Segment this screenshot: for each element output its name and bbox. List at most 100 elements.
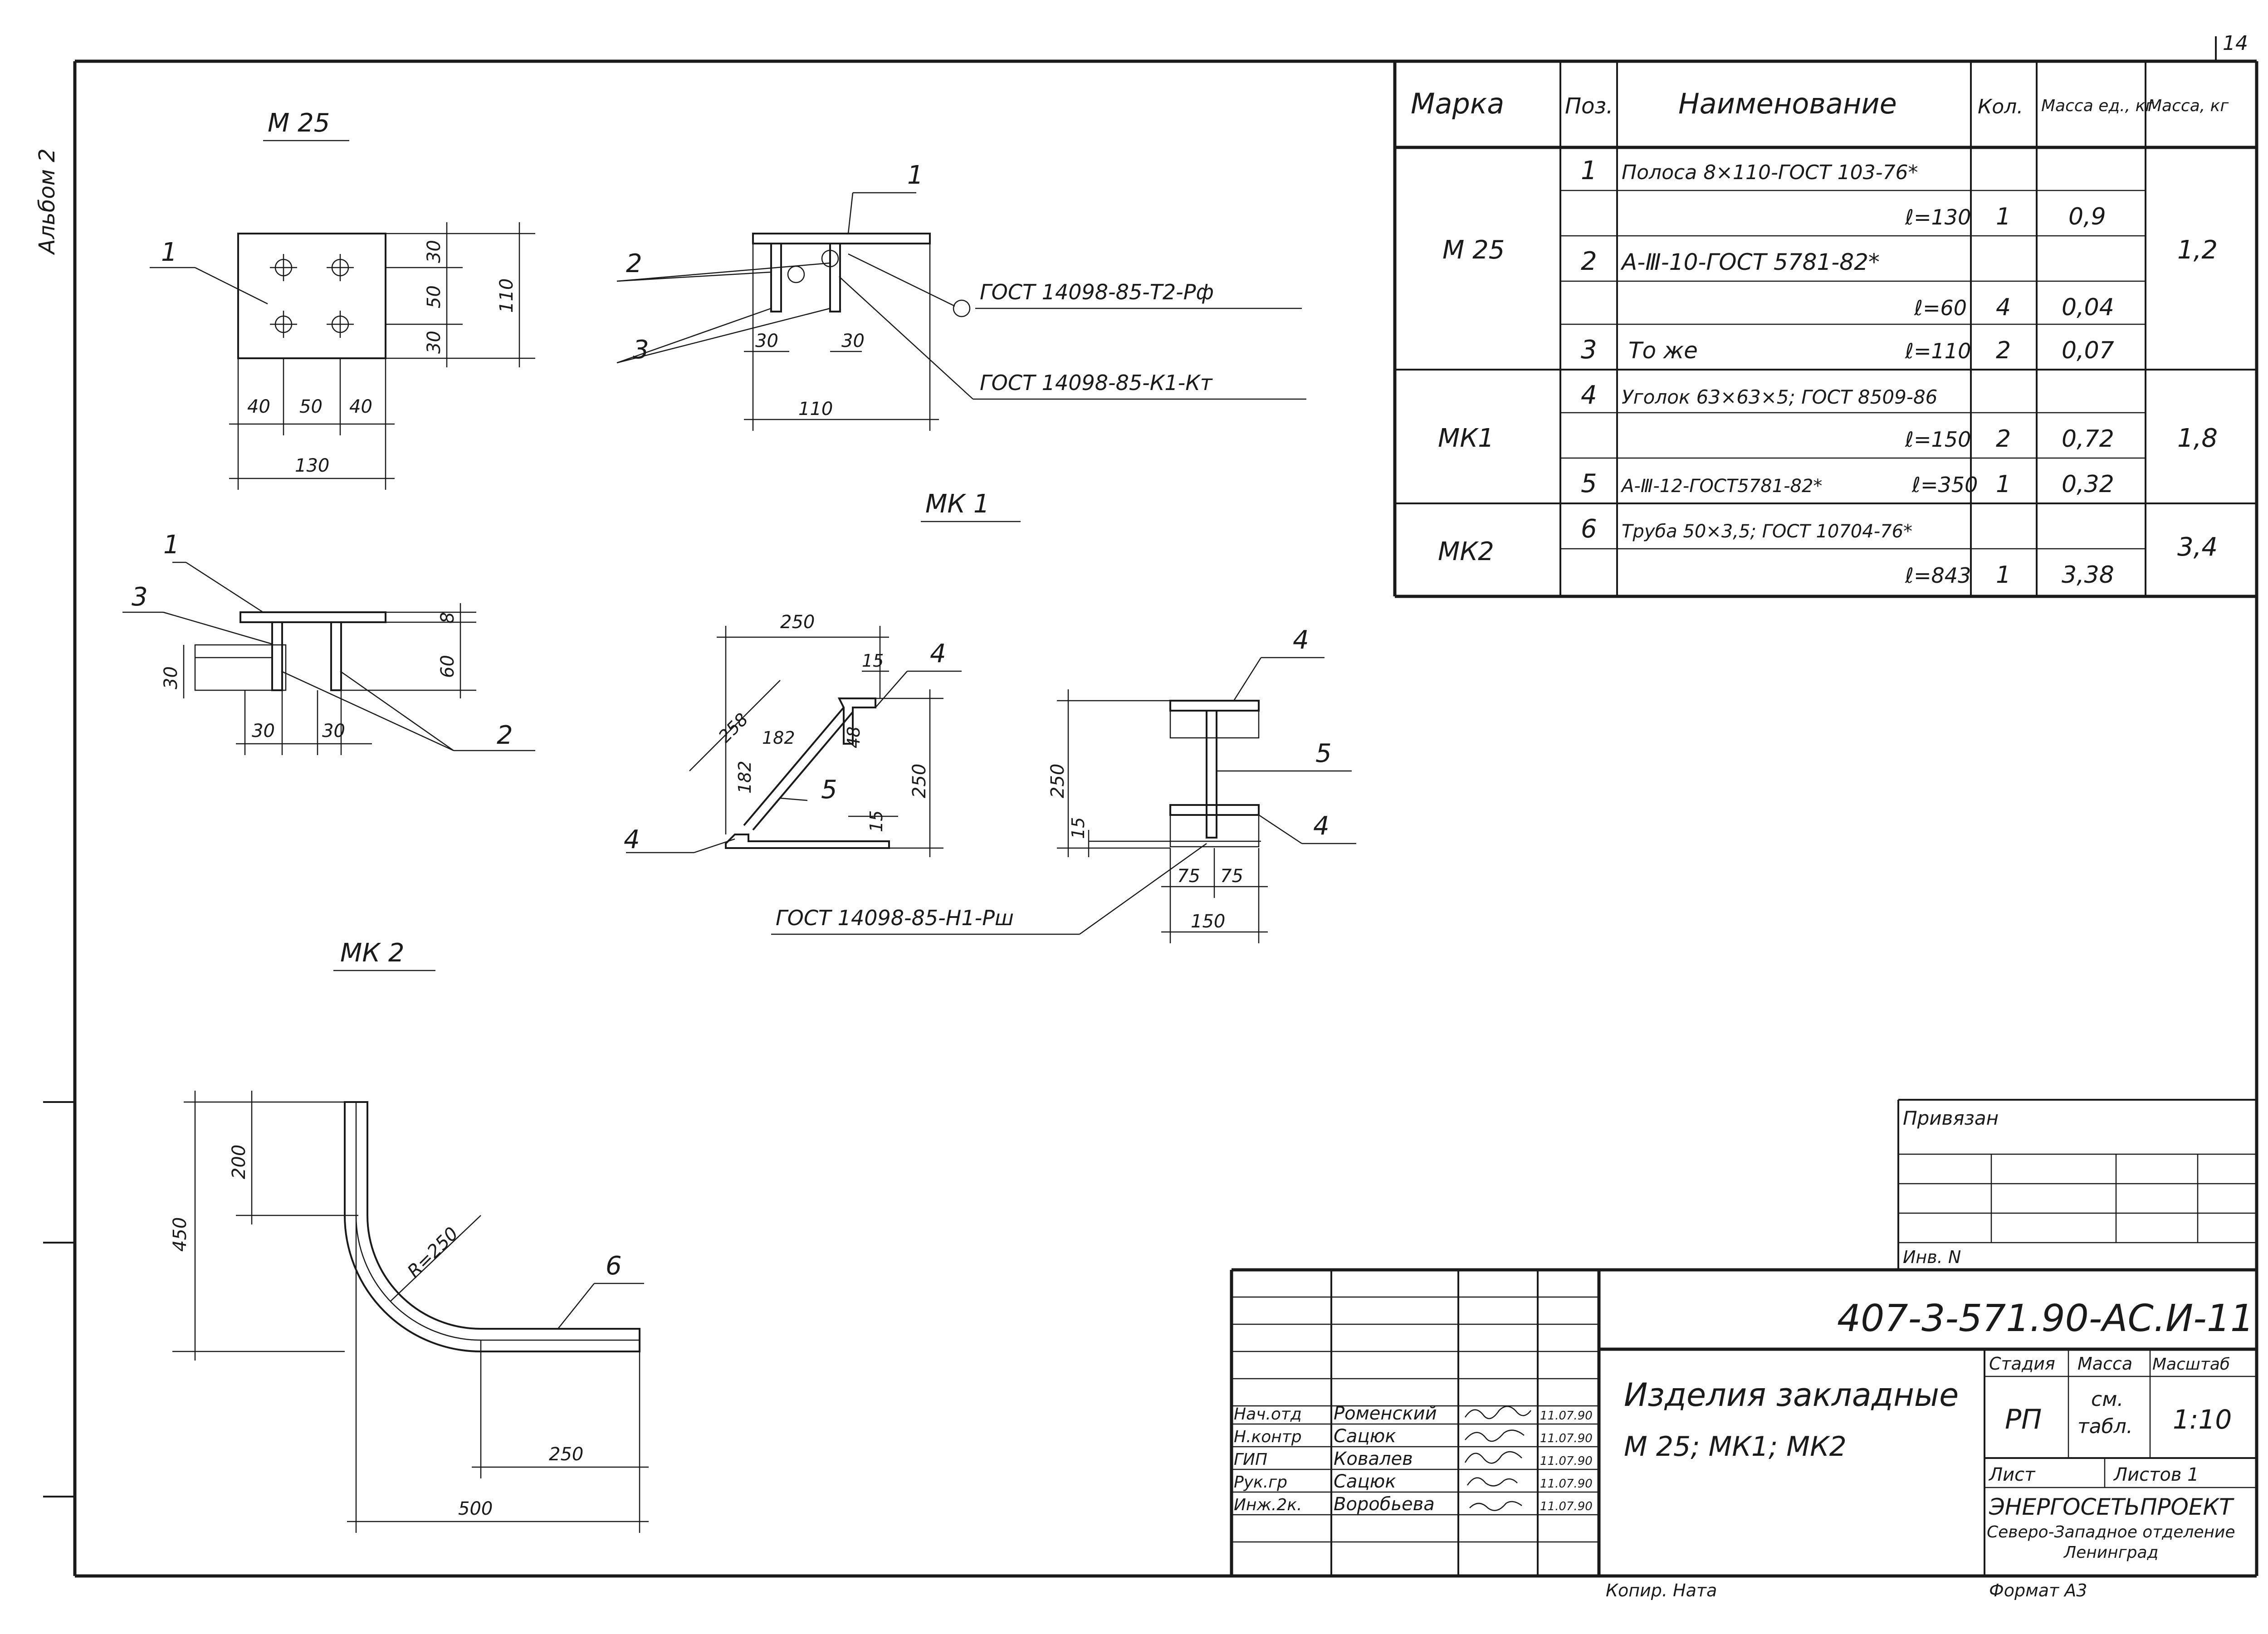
- binding-inv: Инв. N: [1903, 1247, 1961, 1267]
- m25-front-dim-60: 60: [437, 655, 458, 678]
- mk1-front-dim-150: 150: [1191, 911, 1225, 932]
- m25-side-dim-30b: 30: [841, 331, 865, 351]
- m25-side-callout-3: 3: [633, 335, 649, 365]
- m25-front-callout-3: 3: [132, 582, 148, 612]
- spec-row-mass: 0,32: [2062, 471, 2114, 498]
- staff-role: Инж.2к.: [1234, 1496, 1302, 1514]
- spec-row-name: А-Ⅲ-10-ГОСТ 5781-82*: [1620, 249, 1880, 275]
- spec-row-len: ℓ=150: [1905, 427, 1971, 452]
- spec-row-qty: 1: [1996, 203, 2011, 230]
- copied-by: Копир. Ната: [1606, 1580, 1717, 1600]
- mk1-dim-182b: 182: [735, 761, 755, 794]
- spec-row-qty: 1: [1996, 561, 2011, 589]
- m25-side-callout-1: 1: [907, 161, 924, 190]
- album-label: Альбом 2: [34, 148, 60, 255]
- spec-row-len: ℓ=110: [1905, 339, 1971, 363]
- spec-row-pos: 3: [1581, 335, 1597, 365]
- spec-row-pos: 5: [1581, 469, 1597, 498]
- staff-name: Сацюк: [1334, 1471, 1396, 1492]
- m25-front-callout-1: 1: [163, 530, 180, 560]
- spec-row-pos: 6: [1581, 514, 1597, 544]
- staff-date: 11.07.90: [1540, 1477, 1593, 1491]
- mk2-dim-200: 200: [229, 1145, 249, 1179]
- mk1-front-dim-75b: 75: [1220, 866, 1243, 887]
- mk1-side-callout-4a: 4: [930, 639, 946, 668]
- spec-row-name: То же: [1628, 337, 1698, 364]
- spec-mark-mk2: МК2: [1438, 537, 1494, 566]
- staff-role: Н.контр: [1234, 1428, 1302, 1446]
- mass-value-line2: табл.: [2077, 1415, 2133, 1438]
- format-label: Формат А3: [1989, 1580, 2087, 1600]
- mk2-pipe-view: [172, 1091, 649, 1533]
- m25-side-dim-110: 110: [798, 399, 833, 419]
- staff-name: Роменский: [1334, 1403, 1437, 1424]
- spec-header-name: Наименование: [1678, 87, 1897, 120]
- page-number: 14: [2223, 32, 2248, 55]
- m25-weld-spec-1: ГОСТ 14098-85-Т2-Рф: [980, 280, 1214, 304]
- mk1-title: МК 1: [925, 489, 990, 519]
- spec-row-mass: 3,38: [2062, 561, 2114, 589]
- mk2-callout-6: 6: [606, 1251, 622, 1281]
- m25-front-callout-2: 2: [497, 721, 513, 750]
- spec-total-m25: 1,2: [2177, 235, 2218, 265]
- spec-total-mk1: 1,8: [2177, 424, 2218, 453]
- product-name-line2: М 25; МК1; МК2: [1624, 1431, 1847, 1463]
- spec-row-mass: 0,9: [2068, 203, 2106, 230]
- mk1-front-callout-4b: 4: [1313, 811, 1330, 841]
- mk1-weld-spec: ГОСТ 14098-85-Н1-Рш: [776, 906, 1014, 930]
- spec-row-len: ℓ=60: [1914, 296, 1967, 320]
- spec-row-name: Полоса 8×110-ГОСТ 103-76*: [1622, 161, 1918, 184]
- spec-mark-m25: М 25: [1442, 235, 1505, 265]
- staff-date: 11.07.90: [1540, 1454, 1593, 1468]
- m25-dim-110: 110: [496, 278, 517, 313]
- signature-scribbles: [1464, 1406, 1531, 1511]
- mk1-front-callout-4a: 4: [1293, 625, 1309, 655]
- spec-row-name: Уголок 63×63×5; ГОСТ 8509-86: [1622, 386, 1937, 408]
- m25-front-dim-8: 8: [437, 612, 458, 624]
- m25-front-view: [122, 561, 535, 755]
- scale-header: Масштаб: [2152, 1355, 2230, 1374]
- stage-header: Стадия: [1989, 1354, 2055, 1374]
- mk1-dim-250-top: 250: [780, 612, 815, 633]
- doc-code: 407-3-571.90-АС.И-11: [1837, 1297, 2254, 1340]
- mk1-side-view: [626, 626, 962, 857]
- org-name: ЭНЕРГОСЕТЬПРОЕКТ: [1989, 1494, 2234, 1520]
- m25-title: М 25: [268, 108, 330, 138]
- product-name-line1: Изделия закладные: [1624, 1376, 1959, 1414]
- m25-front-dim-30a: 30: [161, 666, 181, 689]
- spec-table-grid: [1393, 61, 2257, 598]
- m25-dim-30b: 30: [424, 331, 445, 354]
- spec-header-pos: Поз.: [1565, 93, 1613, 119]
- m25-front-dim-30c: 30: [322, 721, 345, 741]
- spec-row-pos: 1: [1581, 156, 1597, 185]
- org-division: Северо-Западное отделение: [1987, 1523, 2235, 1541]
- mk2-title: МК 2: [340, 938, 405, 968]
- spec-row-mass: 0,04: [2062, 294, 2114, 321]
- m25-dim-40b: 40: [349, 396, 372, 417]
- m25-side-view: [616, 192, 1306, 431]
- m25-plan-callout-1: 1: [161, 238, 177, 267]
- spec-row-pos: 2: [1581, 247, 1597, 276]
- spec-row-qty: 2: [1996, 425, 2011, 453]
- m25-side-callout-2: 2: [626, 249, 642, 278]
- mk1-dim-250-right: 250: [909, 764, 930, 798]
- m25-plan-view: М 25: [150, 108, 535, 490]
- mk1-dim-15-top: 15: [862, 651, 884, 671]
- mk1-dim-15-bot: 15: [866, 810, 886, 832]
- m25-front-dim-30b: 30: [252, 721, 275, 741]
- bolt-hole-symbols: [270, 254, 354, 338]
- mk2-dim-radius: R=250: [404, 1223, 463, 1282]
- sheets-label: Листов 1: [2113, 1464, 2199, 1485]
- sheet-label: Лист: [1988, 1464, 2036, 1485]
- mk2-dim-500: 500: [458, 1498, 493, 1519]
- spec-row-mass: 0,72: [2062, 425, 2114, 453]
- mk2-dim-450: 450: [170, 1217, 191, 1252]
- spec-header-total-mass: Масса, кг: [2148, 97, 2229, 115]
- mk1-side-callout-5: 5: [821, 775, 837, 805]
- spec-row-len: ℓ=843: [1905, 563, 1971, 588]
- drawing-frame: [43, 36, 2258, 1578]
- spec-row-len: ℓ=350: [1911, 473, 1978, 497]
- spec-row-qty: 4: [1996, 294, 2011, 321]
- mk2-dim-250: 250: [549, 1444, 583, 1465]
- spec-row-pos: 4: [1581, 380, 1597, 410]
